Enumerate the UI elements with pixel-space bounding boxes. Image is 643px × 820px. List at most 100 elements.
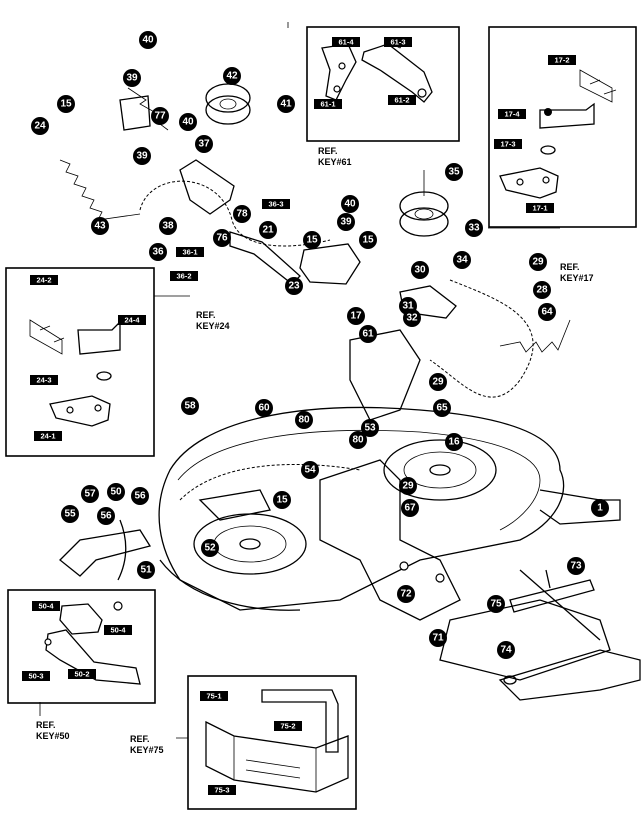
drive-pulley [399, 170, 449, 237]
tag-36-3-label: 36-3 [268, 200, 283, 209]
tag-75-3-label: 75-3 [214, 786, 229, 795]
tag-17-3-box [494, 139, 522, 149]
ref-key-24-line2: KEY#24 [196, 321, 230, 331]
callout-29-label: 29 [402, 481, 414, 492]
callout-64: 64 [538, 303, 556, 321]
callout-80-label: 80 [352, 435, 364, 446]
callout-34-label: 34 [456, 255, 468, 266]
callout-15-label: 15 [276, 495, 288, 506]
callout-61-label: 61 [362, 329, 374, 340]
callout-53: 53 [361, 419, 379, 437]
callout-54-marker [301, 461, 319, 479]
callout-34: 34 [453, 251, 471, 269]
callout-23-marker [285, 277, 303, 295]
inset-key-24 [5, 267, 155, 457]
callout-39: 39 [337, 213, 355, 231]
callout-29: 29 [429, 373, 447, 391]
callout-35: 35 [445, 163, 463, 181]
callout-40: 40 [139, 31, 157, 49]
callout-78: 78 [233, 205, 251, 223]
callout-52-label: 52 [204, 543, 216, 554]
tag-61-1: 61-1 [314, 99, 342, 109]
callout-34-marker [453, 251, 471, 269]
callout-72-label: 72 [400, 589, 412, 600]
callout-54: 54 [301, 461, 319, 479]
callout-29-marker [399, 477, 417, 495]
callout-40: 40 [179, 113, 197, 131]
callout-15-marker [359, 231, 377, 249]
callout-35-marker [445, 163, 463, 181]
tag-17-4-label: 17-4 [504, 110, 520, 119]
callout-30-marker [411, 261, 429, 279]
callout-64-label: 64 [541, 307, 553, 318]
blade-spindle-right [383, 439, 497, 501]
callout-24-label: 24 [34, 121, 46, 132]
callout-52: 52 [201, 539, 219, 557]
callout-15-marker [273, 491, 291, 509]
callout-36-label: 36 [152, 247, 164, 258]
callout-42: 42 [223, 67, 241, 85]
tag-24-1: 24-1 [34, 431, 62, 441]
tag-24-2-label: 24-2 [36, 276, 51, 285]
callout-43-label: 43 [94, 221, 106, 232]
callout-40-label: 40 [142, 35, 154, 46]
tag-61-3: 61-3 [384, 37, 412, 47]
tag-75-2-label: 75-2 [280, 722, 295, 731]
callout-60-marker [255, 399, 273, 417]
tag-61-3-box [384, 37, 412, 47]
tag-50-2-box [68, 669, 96, 679]
callout-28: 28 [533, 281, 551, 299]
callout-37-label: 37 [198, 139, 210, 150]
callout-43-marker [91, 217, 109, 235]
callout-75-label: 75 [490, 599, 502, 610]
callout-61-marker [359, 325, 377, 343]
tag-17-2-box [548, 55, 576, 65]
ref-key-75: REF.KEY#75 [130, 734, 164, 755]
ref-key-61: REF.KEY#61 [318, 146, 352, 167]
mower-deck [158, 406, 621, 611]
callout-15-marker [57, 95, 75, 113]
ref-key-17: REF.KEY#17 [560, 262, 594, 283]
tag-36-1-box [176, 247, 204, 257]
ref-layer: REF.KEY#61REF.KEY#17REF.KEY#24REF.KEY#50… [36, 146, 594, 755]
callout-51: 51 [137, 561, 155, 579]
callout-77-label: 77 [154, 111, 166, 122]
tag-24-2: 24-2 [30, 275, 58, 285]
idler-pulley-top [205, 83, 251, 125]
callout-39-label: 39 [136, 151, 148, 162]
callout-33: 33 [465, 219, 483, 237]
callout-23: 23 [285, 277, 303, 295]
callout-24: 24 [31, 117, 49, 135]
callout-53-marker [361, 419, 379, 437]
tag-61-2-box [388, 95, 416, 105]
callout-29-label: 29 [532, 257, 544, 268]
callout-80-marker [349, 431, 367, 449]
callout-21: 21 [259, 221, 277, 239]
callout-51-marker [137, 561, 155, 579]
tag-24-2-box [30, 275, 58, 285]
callout-38: 38 [159, 217, 177, 235]
tag-24-4: 24-4 [118, 315, 146, 325]
tag-61-3-label: 61-3 [390, 38, 405, 47]
tag-17-1-box [526, 203, 554, 213]
tag-36-3: 36-3 [262, 199, 290, 209]
ref-key-50-line1: REF. [36, 720, 56, 730]
tag-36-2-label: 36-2 [176, 272, 191, 281]
callout-15: 15 [273, 491, 291, 509]
callout-30-label: 30 [414, 265, 426, 276]
callout-80: 80 [295, 411, 313, 429]
belt-path [139, 180, 534, 501]
callout-50: 50 [107, 483, 125, 501]
callout-1: 1 [591, 499, 609, 517]
callout-15-label: 15 [60, 99, 72, 110]
callout-29: 29 [399, 477, 417, 495]
callout-51-label: 51 [140, 565, 152, 576]
front-hanger [439, 569, 641, 701]
callout-57: 57 [81, 485, 99, 503]
callout-56-label: 56 [134, 491, 146, 502]
tag-61-4-box [332, 37, 360, 47]
callout-40-marker [341, 195, 359, 213]
callout-60: 60 [255, 399, 273, 417]
